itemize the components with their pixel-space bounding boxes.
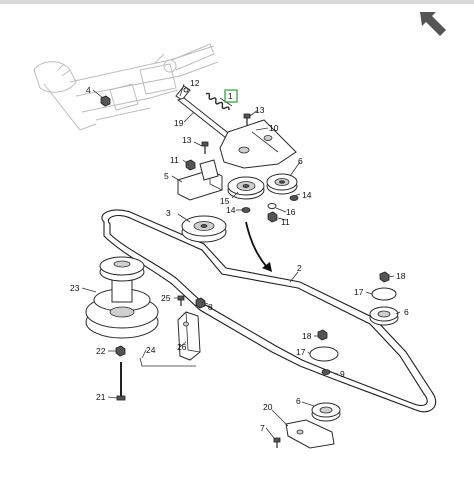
part-7-bolt xyxy=(273,437,281,448)
part-12-bracket xyxy=(175,85,191,101)
part-17-cover-a xyxy=(371,287,397,301)
callout-11-b: 11 xyxy=(281,217,290,227)
callout-17-b: 17 xyxy=(296,347,306,357)
part-19-rod xyxy=(176,97,234,139)
part-3-idler-pulley xyxy=(181,215,227,243)
part-9-spacer xyxy=(321,369,331,375)
callout-18-b: 18 xyxy=(302,331,312,341)
callout-20: 20 xyxy=(263,402,273,412)
callout-4: 4 xyxy=(86,85,91,95)
part-18-nut-b xyxy=(317,329,328,341)
callout-11-a: 11 xyxy=(170,155,179,165)
callout-1-highlight xyxy=(224,89,238,103)
callout-21: 21 xyxy=(96,392,106,402)
callout-5: 5 xyxy=(164,171,169,181)
callout-6-a: 6 xyxy=(298,156,303,166)
part-6-idler-pulley-c xyxy=(311,402,341,422)
part-11-nut-a xyxy=(185,159,196,171)
callout-12: 12 xyxy=(190,78,200,88)
callout-2: 2 xyxy=(297,263,302,273)
top-bar xyxy=(0,0,474,4)
callout-14-a: 14 xyxy=(302,190,312,200)
part-13-bolt-a xyxy=(243,113,251,126)
part-6-idler-pulley-a xyxy=(266,173,298,195)
callout-26: 26 xyxy=(177,342,187,352)
part-14-spacer-a xyxy=(289,195,299,201)
callout-18-a: 18 xyxy=(396,271,406,281)
explode-arrow xyxy=(245,221,272,272)
part-23-spindle-pulley xyxy=(85,256,159,339)
back-arrow-icon[interactable] xyxy=(420,12,446,36)
part-22-nut xyxy=(115,345,126,357)
part-25-bolt xyxy=(177,295,185,306)
callout-14-b: 14 xyxy=(226,205,236,215)
callout-1: 1 xyxy=(228,91,233,101)
callout-13-a: 13 xyxy=(255,105,265,115)
callout-7: 7 xyxy=(260,423,265,433)
leader-lines xyxy=(81,83,401,439)
part-11-nut-b xyxy=(267,211,278,223)
callout-16: 16 xyxy=(286,207,296,217)
part-4-nut xyxy=(100,95,111,107)
part-1-spring xyxy=(205,92,230,111)
part-18-nut-a xyxy=(379,271,390,283)
callout-22: 22 xyxy=(96,346,106,356)
part-13-bolt-b xyxy=(201,141,209,154)
part-5-bracket xyxy=(177,159,223,201)
callout-3: 3 xyxy=(166,208,171,218)
callout-6-b: 6 xyxy=(404,307,409,317)
callout-24: 24 xyxy=(146,345,156,355)
part-26-bracket xyxy=(177,311,201,361)
frame-ghost xyxy=(33,43,219,131)
part-6-idler-pulley-b xyxy=(369,306,399,326)
callout-9: 9 xyxy=(340,369,345,379)
callout-8: 8 xyxy=(208,302,213,312)
callout-19: 19 xyxy=(174,118,184,128)
part-16-washer xyxy=(267,203,277,209)
callout-6-c: 6 xyxy=(296,396,301,406)
part-17-cover-b xyxy=(309,346,339,362)
part-24-rod xyxy=(139,357,196,367)
callout-10: 10 xyxy=(269,123,279,133)
part-8-nut xyxy=(195,297,206,309)
callout-15: 15 xyxy=(220,196,230,206)
part-10-idler-arm xyxy=(219,119,297,169)
callout-23: 23 xyxy=(70,283,80,293)
callout-13-b: 13 xyxy=(182,135,192,145)
callout-17-a: 17 xyxy=(354,287,364,297)
callout-25: 25 xyxy=(161,293,171,303)
part-15-idler-pulley xyxy=(227,176,265,200)
part-20-bracket xyxy=(285,419,335,449)
part-21-bolt xyxy=(116,362,126,401)
